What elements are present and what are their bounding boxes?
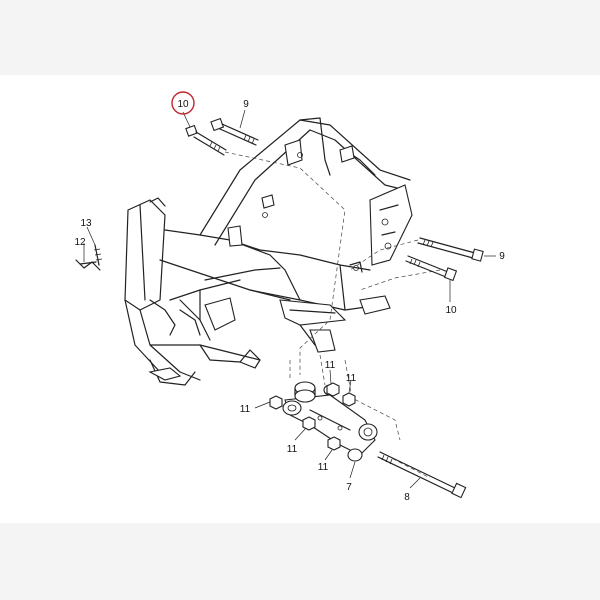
callout-11-upper-b: 11 — [346, 373, 357, 384]
pin-part-13 — [93, 244, 103, 266]
bolt-10-right — [405, 255, 458, 282]
nuts-11 — [269, 382, 356, 451]
callout-8: 8 — [404, 492, 410, 503]
callout-13: 13 — [80, 218, 92, 229]
bolt-10-top — [185, 124, 227, 156]
callout-10-right: 10 — [445, 305, 457, 316]
callout-labels: 10 9 13 12 9 10 11 11 11 11 11 7 8 — [74, 99, 505, 503]
main-frame — [124, 117, 413, 386]
callout-12: 12 — [74, 237, 86, 248]
highlight-circle — [171, 91, 195, 115]
callout-9-top: 9 — [243, 99, 249, 110]
bolt-9-right — [417, 237, 484, 262]
frame-exploded-view: 10 9 13 12 9 10 11 11 11 11 11 7 8 — [74, 91, 505, 503]
bolt-9-top — [210, 117, 259, 146]
spring-part-12 — [75, 259, 101, 271]
callout-11-left: 11 — [240, 404, 251, 415]
leader-lines — [83, 109, 496, 489]
engine-mount-bracket-7 — [282, 394, 378, 462]
callout-11-upper-a: 11 — [325, 360, 336, 371]
callout-10-top: 10 — [177, 99, 189, 110]
long-bolt-8 — [377, 451, 467, 499]
parts-diagram-canvas: 10 9 13 12 9 10 11 11 11 11 11 7 8 — [0, 75, 600, 523]
callout-7: 7 — [346, 482, 352, 493]
callout-9-right: 9 — [499, 251, 505, 262]
callout-11-lower-a: 11 — [287, 444, 298, 455]
callout-11-lower-b: 11 — [318, 462, 329, 473]
